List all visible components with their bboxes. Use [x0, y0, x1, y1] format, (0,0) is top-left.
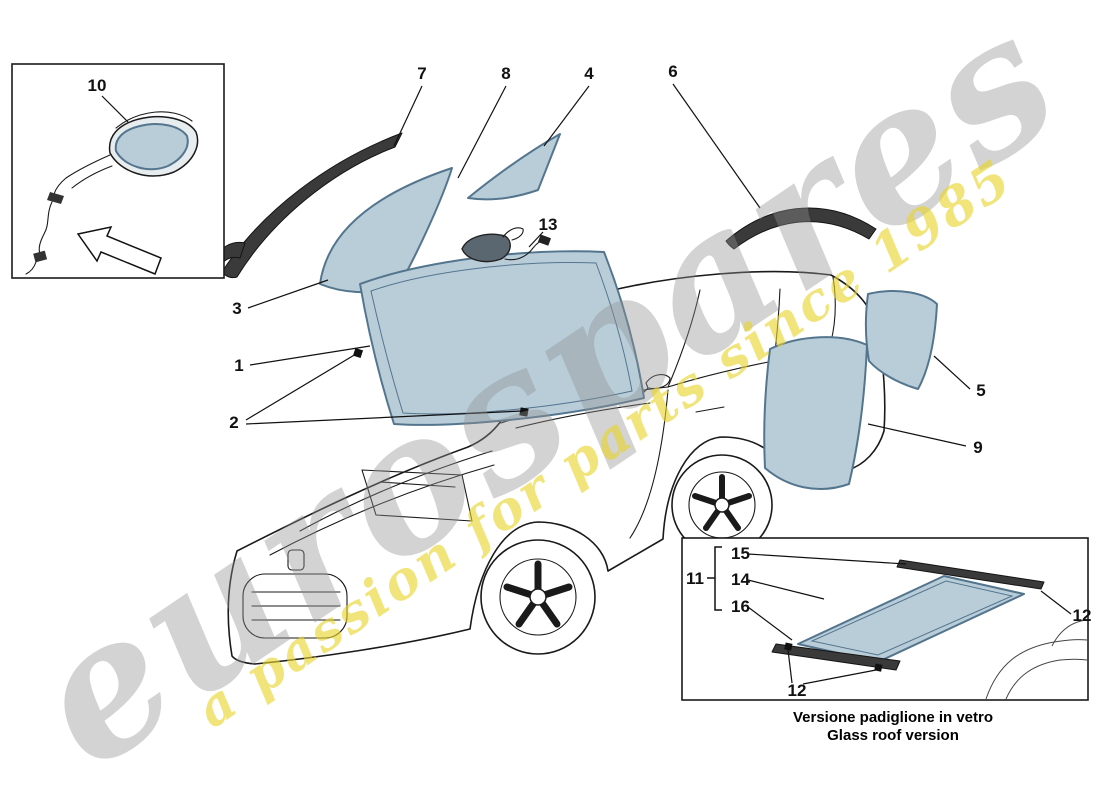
windscreen-clip-bottom — [519, 407, 529, 417]
callouts: 7 8 4 6 13 3 1 2 5 9 — [229, 62, 985, 457]
leader-line-12b — [802, 669, 877, 685]
callout-14: 14 — [731, 570, 750, 589]
roof-trim-lower — [771, 643, 901, 671]
windscreen-inner-line — [370, 262, 633, 415]
front-wheel — [480, 539, 596, 655]
callout-1: 1 — [234, 356, 243, 375]
mirror-wire — [38, 201, 53, 255]
callout-2: 2 — [229, 413, 238, 432]
mirror-wire-connector — [537, 234, 552, 246]
callout-10: 10 — [88, 76, 107, 95]
mirror-wire-tail — [25, 261, 37, 275]
rear-quarter-glass — [864, 290, 938, 390]
badge — [287, 549, 305, 571]
roof-glass-inner-line — [810, 580, 1014, 656]
leader-line-12c — [1040, 590, 1072, 615]
leader-line-5 — [933, 355, 971, 390]
car-body-outline — [227, 270, 886, 665]
leader-line-15 — [747, 553, 907, 565]
leader-line-7 — [393, 85, 423, 147]
direction-arrow — [76, 225, 162, 275]
roof-clip-left — [784, 642, 793, 651]
roof-inset: 11 15 14 16 12 12 Versione padiglione in… — [681, 537, 1092, 744]
roof-trim-upper — [896, 559, 1045, 590]
mirror-inset: 10 — [11, 63, 225, 279]
door-glass — [763, 336, 868, 490]
mirror-wire-plug — [33, 250, 48, 263]
mirror-arm-line2 — [71, 165, 113, 189]
front-grille — [242, 549, 348, 639]
leader-line-10 — [101, 95, 129, 123]
callout-12-right: 12 — [1073, 606, 1092, 625]
windscreen-clip-left — [352, 347, 364, 359]
mirror-glass — [114, 123, 189, 171]
leader-line-9 — [867, 423, 967, 447]
callout-8: 8 — [501, 64, 510, 83]
leader-line-4 — [543, 85, 590, 147]
rear-screen-trim — [725, 207, 877, 250]
callout-9: 9 — [973, 438, 982, 457]
interior-mirror — [461, 227, 552, 263]
leader-line-6 — [672, 83, 761, 209]
leader-line-2a — [245, 353, 357, 421]
callout-11: 11 — [686, 569, 704, 588]
callout-6: 6 — [668, 62, 677, 81]
roof-caption-italian: Versione padiglione in vetro — [793, 709, 993, 726]
door-mirror — [641, 374, 671, 395]
wing-mirror — [25, 111, 199, 275]
a-pillar-trim — [221, 132, 403, 279]
headlight — [361, 469, 473, 522]
leader-line-12a — [787, 649, 793, 684]
exploded-parts — [212, 132, 938, 490]
triangle-glass — [467, 133, 561, 201]
callout-16: 16 — [731, 597, 750, 616]
callout-3: 3 — [232, 299, 241, 318]
leader-line-8 — [457, 85, 507, 179]
leader-line-16 — [747, 606, 793, 641]
roof-clip-right — [874, 663, 883, 672]
leader-line-3 — [247, 279, 329, 309]
callout-13: 13 — [539, 215, 558, 234]
mirror-arm-bracket — [47, 192, 64, 204]
mirror-housing-cap — [115, 111, 193, 129]
leader-line-2b — [245, 410, 523, 425]
leader-line-14 — [747, 579, 825, 600]
callout-4: 4 — [584, 64, 594, 83]
roof-caption-english: Glass roof version — [827, 727, 959, 744]
callout-12-bottom: 12 — [788, 681, 807, 700]
callout-5: 5 — [976, 381, 985, 400]
leader-line-13 — [528, 231, 544, 248]
roof-inset-car-outline — [985, 619, 1088, 700]
leader-lines — [245, 83, 971, 447]
leader-line-1 — [249, 345, 371, 366]
callout-15: 15 — [731, 544, 750, 563]
roof-bracket — [707, 546, 722, 611]
mirror-arm-line1 — [53, 154, 111, 195]
callout-7: 7 — [417, 64, 426, 83]
